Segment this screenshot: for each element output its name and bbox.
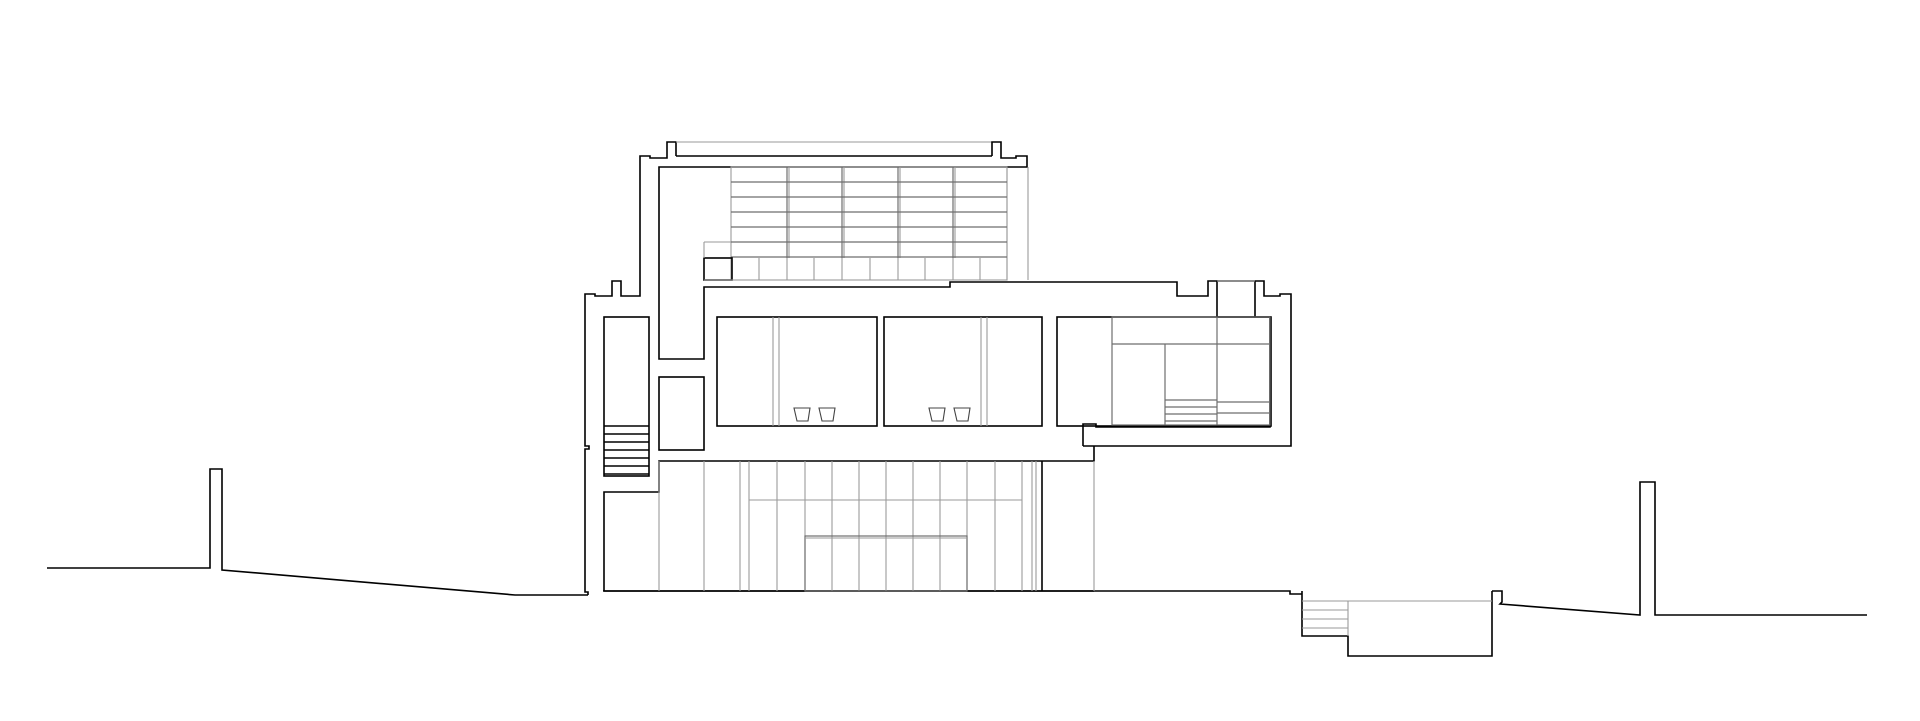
exterior-wall-left <box>584 141 677 595</box>
terrace-steps <box>1302 609 1348 629</box>
wardrobe-frame <box>1111 316 1271 426</box>
upper-shelving <box>703 166 1029 281</box>
ground-line-right <box>1492 481 1867 616</box>
room-1-lamp-2 <box>818 407 836 422</box>
middle-floor <box>603 316 1272 477</box>
room-2-lamp-1 <box>928 407 946 422</box>
terrain <box>47 468 1867 616</box>
shelf-frame <box>730 166 1008 281</box>
room-2 <box>883 316 1043 427</box>
wardrobe <box>1111 316 1271 426</box>
room-3 <box>1056 316 1272 427</box>
ground-line-left <box>47 468 588 596</box>
room-1 <box>716 316 878 427</box>
stair-core <box>603 316 650 477</box>
small-window <box>703 257 733 281</box>
fireplace-opening <box>804 535 968 592</box>
shelf-base-cabinets <box>758 258 981 280</box>
exterior-wall-right <box>1083 280 1292 447</box>
room-2-lamp-2 <box>953 407 971 422</box>
ground-floor <box>603 446 1095 592</box>
ground-floor-outline <box>603 446 1095 591</box>
lower-terrace <box>1301 591 1493 657</box>
ground-floor-glazing <box>658 461 1095 591</box>
shelf-boards <box>731 181 1007 258</box>
wardrobe-drawers <box>1165 399 1270 422</box>
stair-treads <box>604 425 649 475</box>
building-outline <box>584 141 1292 595</box>
storage-room <box>658 376 705 451</box>
room-1-lamp-1 <box>793 407 811 422</box>
